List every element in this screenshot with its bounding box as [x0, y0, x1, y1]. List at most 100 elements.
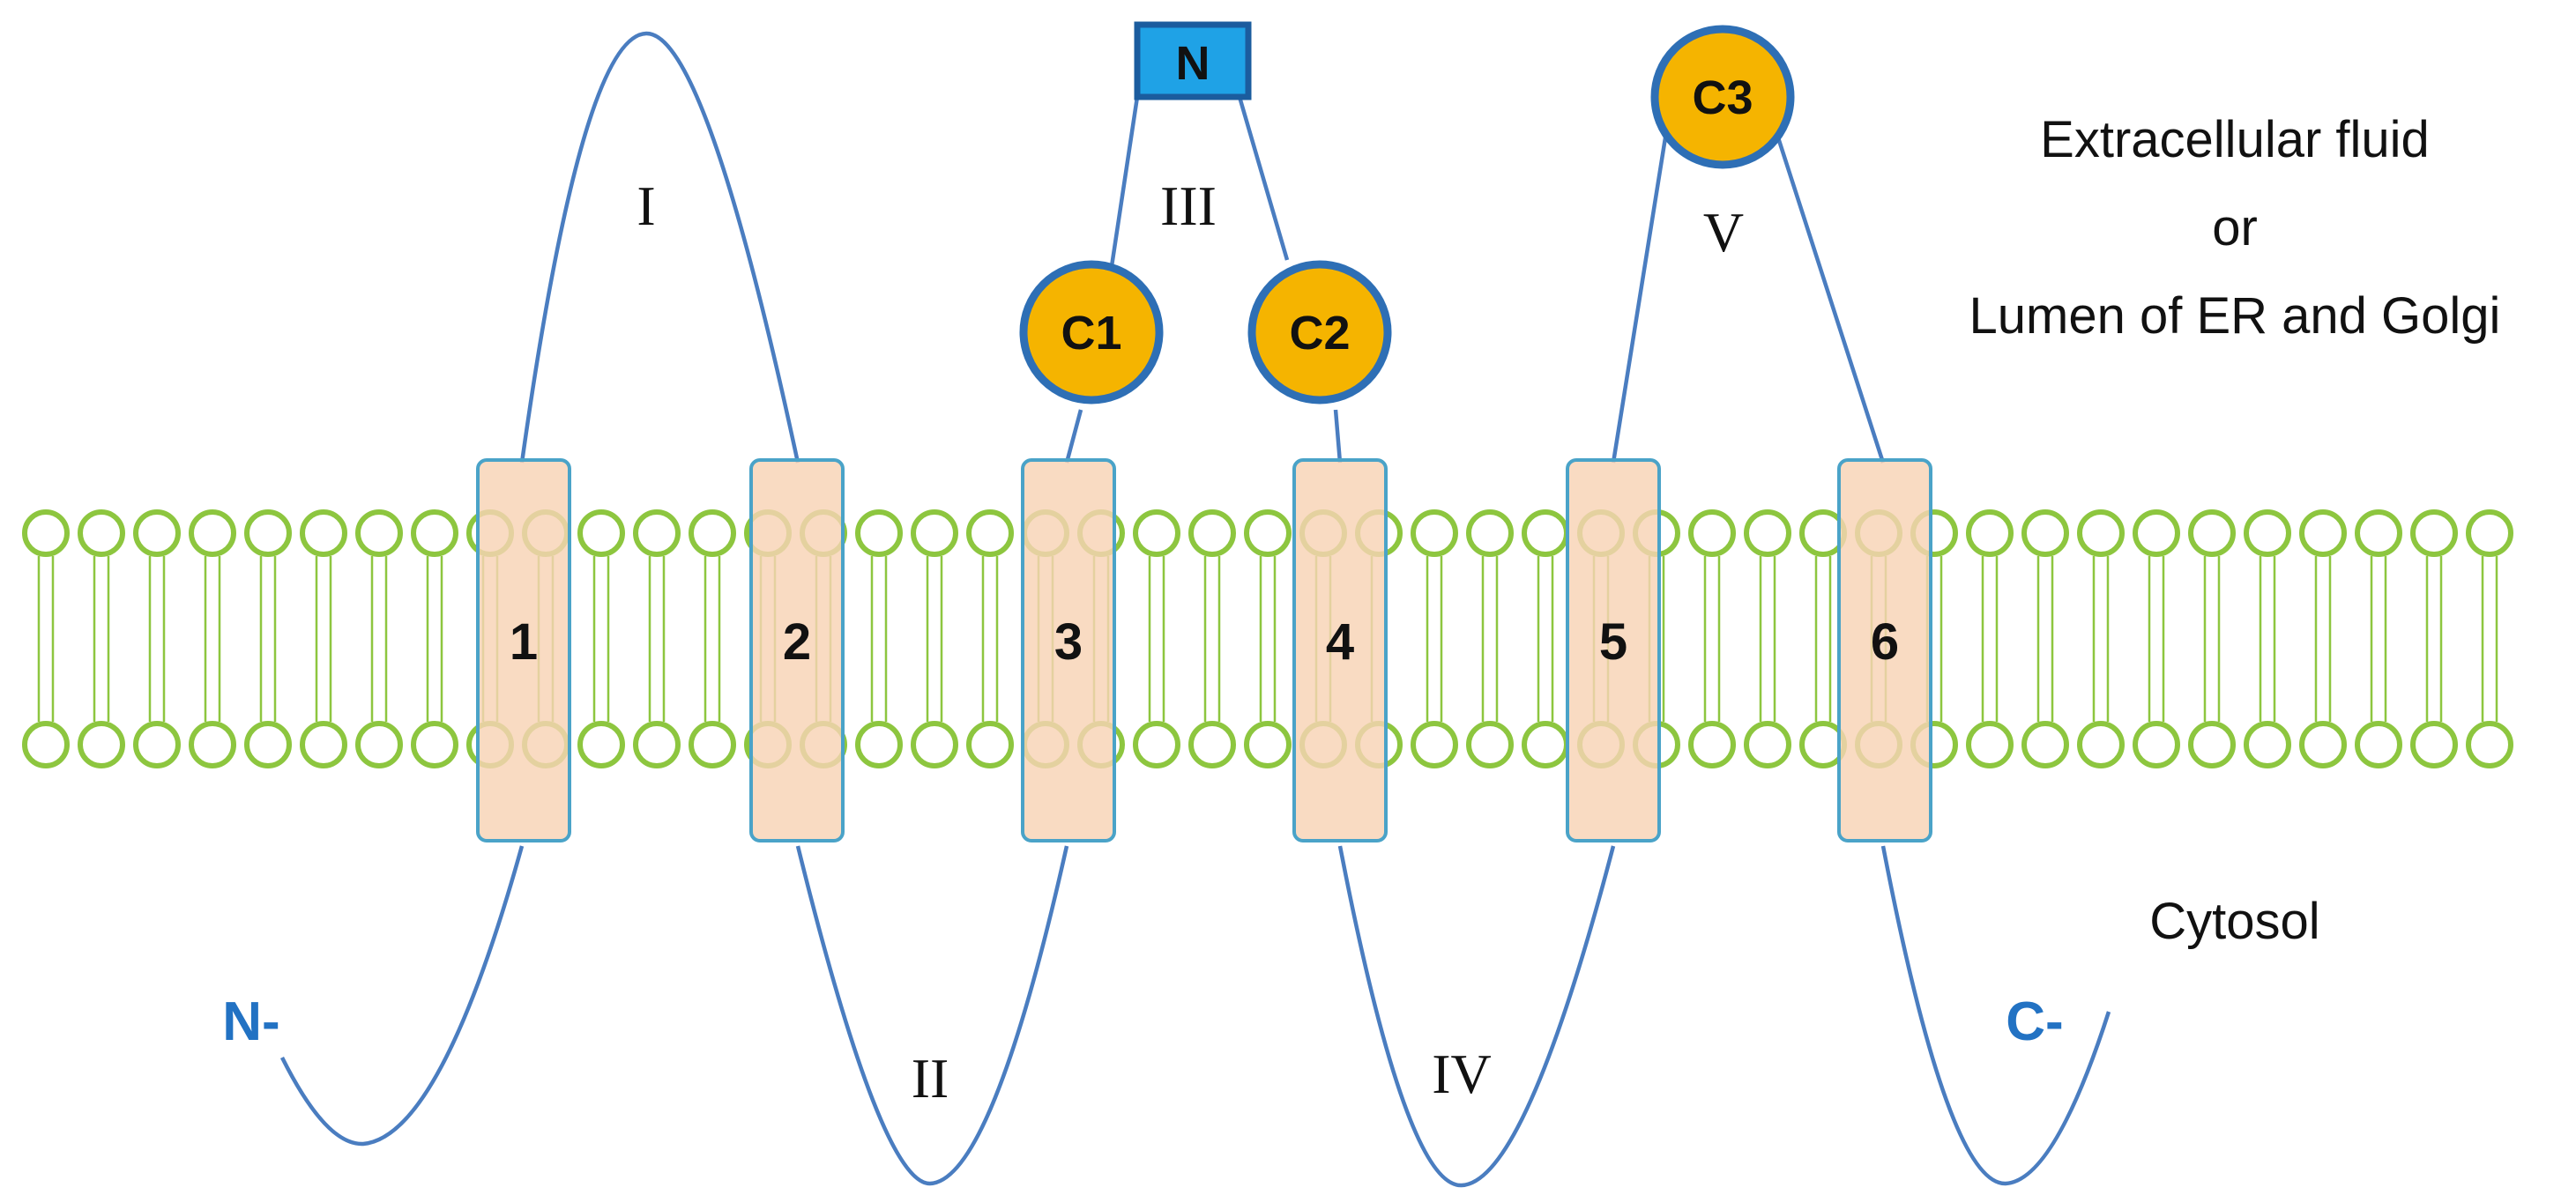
lipid-head-outer: [2244, 509, 2291, 557]
tm-box-4: [1292, 458, 1388, 842]
lipid-head-inner: [1411, 721, 1458, 768]
lipid-head-outer: [1966, 509, 2014, 557]
lipid-head-inner: [22, 721, 70, 768]
lipid-head-outer: [1133, 509, 1180, 557]
lipid-head-inner: [1466, 721, 1514, 768]
tm-label-2: 2: [783, 613, 811, 671]
lipid-head-outer: [1244, 509, 1292, 557]
extracellular-label-line3: Lumen of ER and Golgi: [1969, 287, 2501, 345]
lipid-head-outer: [855, 509, 903, 557]
lipid-head-outer: [189, 509, 236, 557]
lipid-head-outer: [1188, 509, 1236, 557]
lipid-head-inner: [2410, 721, 2458, 768]
tm-segment-3: 3: [1021, 458, 1116, 842]
lipid-head-outer: [2133, 509, 2180, 557]
lipid-head-outer: [355, 509, 403, 557]
tm-box-2: [749, 458, 845, 842]
glyco-site-c1: C1: [1019, 260, 1164, 405]
lipid-head-outer: [577, 509, 625, 557]
lipid-head-inner: [577, 721, 625, 768]
tm-label-5: 5: [1599, 613, 1627, 671]
lipid-head-outer: [78, 509, 125, 557]
glyco-label-c3: C3: [1692, 71, 1753, 124]
lipid-head-outer: [689, 509, 736, 557]
polypeptide-chain: [279, 31, 2111, 1188]
lipid-head-inner: [1966, 721, 2014, 768]
lipid-head-inner: [2244, 721, 2291, 768]
lipid-head-outer: [2299, 509, 2347, 557]
tm-box-1: [476, 458, 571, 842]
loop-label-v: V: [1703, 201, 1744, 263]
lipid-head-inner: [633, 721, 681, 768]
loop-label-ii: II: [912, 1047, 949, 1110]
lipid-head-outer: [911, 509, 958, 557]
tm-box-5: [1566, 458, 1661, 842]
n-box-label: N: [1176, 37, 1210, 90]
lipid-head-inner: [244, 721, 292, 768]
cytosol-label: Cytosol: [2149, 893, 2319, 950]
extracellular-label-line1: Extracellular fluid: [2040, 111, 2430, 168]
lipid-head-outer: [2410, 509, 2458, 557]
loop-label-iv: IV: [1432, 1043, 1492, 1105]
lipid-head-inner: [1744, 721, 1791, 768]
transmembrane-segments: 1 2 3 4 5 6: [476, 458, 1932, 842]
tm-label-4: 4: [1326, 613, 1354, 671]
glyco-circle-c1: [1019, 260, 1164, 405]
n-glycan-box: N: [1134, 21, 1252, 100]
lipid-head-inner: [1188, 721, 1236, 768]
tm-segment-5: 5: [1566, 458, 1661, 842]
loop-label-iii: III: [1160, 174, 1217, 237]
lipid-head-outer: [2077, 509, 2125, 557]
lipid-head-inner: [2466, 721, 2513, 768]
glyco-site-c3: C3: [1650, 25, 1795, 169]
lipid-head-inner: [1688, 721, 1736, 768]
lipid-head-outer: [1744, 509, 1791, 557]
lipid-head-outer: [2021, 509, 2069, 557]
tm-label-1: 1: [510, 613, 538, 671]
lipid-head-outer: [633, 509, 681, 557]
lipid-head-outer: [244, 509, 292, 557]
glyco-circle-c2: [1247, 260, 1392, 405]
lipid-head-outer: [1688, 509, 1736, 557]
n-terminus-label: N-: [222, 991, 279, 1052]
tm-box-3: [1021, 458, 1116, 842]
lipid-head-inner: [2299, 721, 2347, 768]
lipid-head-inner: [966, 721, 1014, 768]
lipid-head-outer: [133, 509, 181, 557]
lipid-head-inner: [2021, 721, 2069, 768]
tm-box-6: [1837, 458, 1932, 842]
lipid-head-inner: [411, 721, 458, 768]
lipid-head-inner: [855, 721, 903, 768]
lipid-head-inner: [1244, 721, 1292, 768]
lipid-head-inner: [300, 721, 347, 768]
c-terminus-label: C-: [2006, 991, 2063, 1052]
lipid-head-inner: [911, 721, 958, 768]
lipid-head-inner: [2188, 721, 2236, 768]
lipid-head-inner: [2077, 721, 2125, 768]
tm-segment-4: 4: [1292, 458, 1388, 842]
lipid-head-inner: [1133, 721, 1180, 768]
lipid-head-outer: [2466, 509, 2513, 557]
glyco-site-c2: C2: [1247, 260, 1392, 405]
glyco-label-c2: C2: [1289, 307, 1350, 360]
loop-label-i: I: [637, 174, 655, 237]
tm-segment-1: 1: [476, 458, 571, 842]
lipid-head-inner: [689, 721, 736, 768]
lipid-head-inner: [189, 721, 236, 768]
lipid-head-outer: [1411, 509, 1458, 557]
lipid-head-inner: [2355, 721, 2402, 768]
lipid-head-inner: [1522, 721, 1569, 768]
lipid-head-outer: [22, 509, 70, 557]
lipid-head-outer: [1522, 509, 1569, 557]
lipid-head-inner: [355, 721, 403, 768]
lipid-head-inner: [133, 721, 181, 768]
tm-segment-2: 2: [749, 458, 845, 842]
tm-segment-6: 6: [1837, 458, 1932, 842]
lipid-head-outer: [1466, 509, 1514, 557]
glyco-label-c1: C1: [1061, 307, 1121, 360]
tm-label-3: 3: [1054, 613, 1083, 671]
glyco-circle-c3: [1650, 25, 1795, 169]
lipid-bilayer: [22, 509, 2513, 768]
lipid-head-inner: [2133, 721, 2180, 768]
